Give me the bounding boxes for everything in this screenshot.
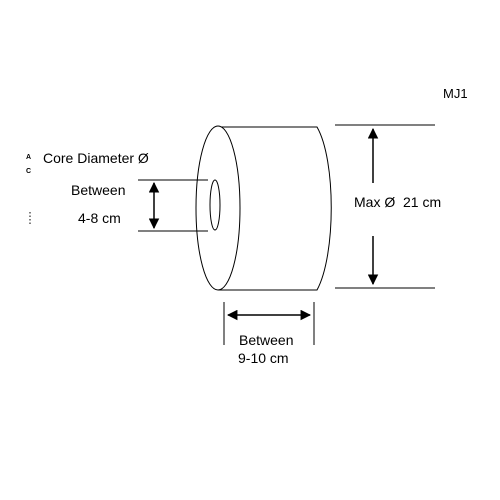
roll-width-line2: 9-10 cm <box>238 350 289 366</box>
edge-marks: A C <box>26 154 31 226</box>
core-range-line2: 4-8 cm <box>78 210 121 226</box>
mark-c: C <box>26 168 31 175</box>
model-code: MJ1 <box>443 86 468 101</box>
roll-illustration <box>195 125 332 291</box>
roll-width-dimension <box>223 302 315 345</box>
mark-a: A <box>26 154 31 161</box>
roll-diameter-dimension <box>335 124 435 289</box>
core-diameter-title: Core Diameter Ø <box>43 150 149 166</box>
roll-core-hole <box>209 179 221 231</box>
roll-body-outline <box>218 126 332 291</box>
core-range-line1: Between <box>71 182 125 198</box>
core-diameter-dimension <box>138 179 208 232</box>
roll-width-line1: Between <box>239 332 293 348</box>
roll-diameter-label: Max Ø 21 cm <box>354 194 441 210</box>
